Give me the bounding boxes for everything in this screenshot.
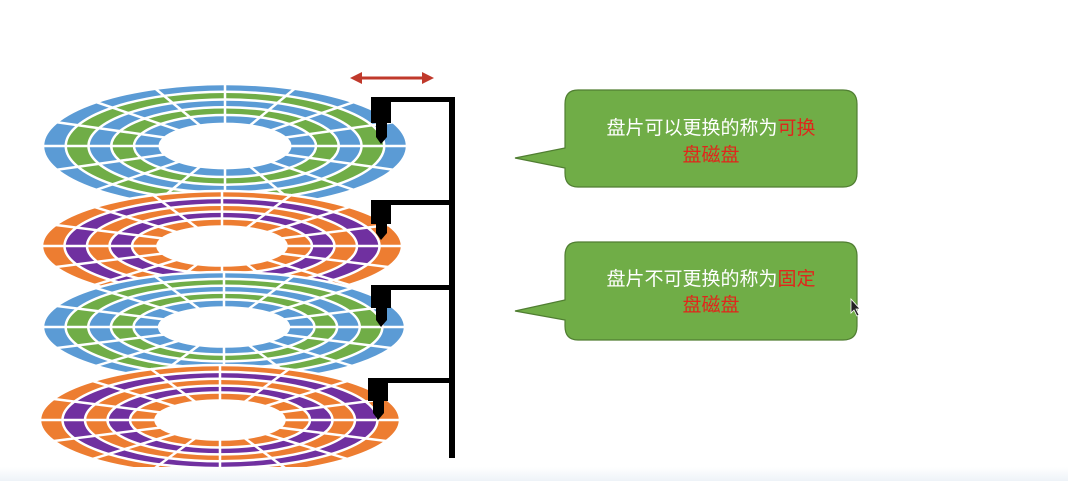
head-arm-2 bbox=[371, 200, 455, 240]
sector-line bbox=[249, 87, 297, 127]
sector-line bbox=[94, 286, 179, 315]
callout-2-line2-red: 盘磁盘 bbox=[682, 294, 739, 316]
sector-line bbox=[94, 339, 179, 368]
sector-line bbox=[91, 432, 175, 461]
callout-1-line1-red: 可换 bbox=[778, 117, 816, 139]
mouse-cursor-icon bbox=[850, 297, 861, 317]
sector-line bbox=[93, 258, 177, 287]
sector-line bbox=[246, 193, 293, 229]
spindle-hole bbox=[154, 399, 286, 441]
actuator-arm-assembly bbox=[368, 97, 455, 458]
sector-line bbox=[279, 397, 389, 414]
sector-line bbox=[279, 426, 389, 443]
callout-1-line1-white: 盘片可以更换的称为 bbox=[606, 117, 777, 139]
spindle-hole bbox=[158, 122, 292, 170]
sector-line bbox=[149, 437, 196, 473]
platter-stack bbox=[38, 82, 409, 477]
sector-line bbox=[265, 379, 349, 408]
bottom-band bbox=[0, 467, 1068, 481]
sector-line bbox=[267, 205, 351, 234]
sector-line bbox=[265, 432, 349, 461]
fixed-disk-callout: 盘片不可更换的称为固定 盘磁盘 bbox=[514, 241, 858, 341]
sector-line bbox=[153, 274, 200, 310]
sector-line bbox=[149, 367, 196, 403]
sector-line bbox=[281, 223, 391, 240]
sector-line bbox=[53, 252, 163, 269]
callout-2-line1-red: 固定 bbox=[778, 268, 816, 290]
sector-line bbox=[54, 304, 164, 321]
sector-line bbox=[269, 286, 354, 315]
spindle-hole bbox=[157, 306, 291, 348]
sector-line bbox=[54, 120, 165, 139]
platter-4 bbox=[38, 363, 402, 477]
sector-line bbox=[244, 367, 291, 403]
actuator-shaft bbox=[449, 97, 455, 458]
sector-line bbox=[93, 205, 177, 234]
sector-line bbox=[248, 274, 295, 310]
removable-disk-callout: 盘片可以更换的称为可换 盘磁盘 bbox=[514, 89, 858, 188]
sector-line bbox=[244, 437, 291, 473]
head-arm-4 bbox=[368, 378, 455, 420]
sector-line bbox=[284, 304, 394, 321]
sector-line bbox=[284, 333, 394, 350]
svg-text:盘片不可更换的称为固定: 盘片不可更换的称为固定 bbox=[606, 268, 815, 290]
sector-line bbox=[151, 193, 198, 229]
sector-line bbox=[53, 223, 163, 240]
arm-movement-arrow bbox=[350, 72, 434, 84]
callout-2-line1-white: 盘片不可更换的称为 bbox=[606, 268, 777, 290]
sector-line bbox=[94, 160, 180, 192]
sector-line bbox=[153, 87, 201, 127]
sector-line bbox=[270, 100, 356, 132]
callout-1-line2-red: 盘磁盘 bbox=[682, 144, 739, 166]
sector-line bbox=[51, 397, 161, 414]
sector-line bbox=[285, 153, 396, 172]
sector-line bbox=[94, 100, 180, 132]
platter-3 bbox=[41, 270, 407, 384]
head-arm-1 bbox=[371, 97, 455, 144]
platter-2 bbox=[40, 189, 404, 303]
spindle-hole bbox=[156, 225, 288, 267]
sector-line bbox=[281, 252, 391, 269]
sector-line bbox=[269, 339, 354, 368]
sector-line bbox=[51, 426, 161, 443]
sector-line bbox=[270, 160, 356, 192]
sector-line bbox=[54, 153, 165, 172]
sector-line bbox=[267, 258, 351, 287]
platter-1 bbox=[41, 82, 409, 210]
sector-line bbox=[54, 333, 164, 350]
sector-line bbox=[91, 379, 175, 408]
svg-text:盘片可以更换的称为可换: 盘片可以更换的称为可换 bbox=[606, 117, 815, 139]
head-arm-3 bbox=[371, 285, 455, 327]
